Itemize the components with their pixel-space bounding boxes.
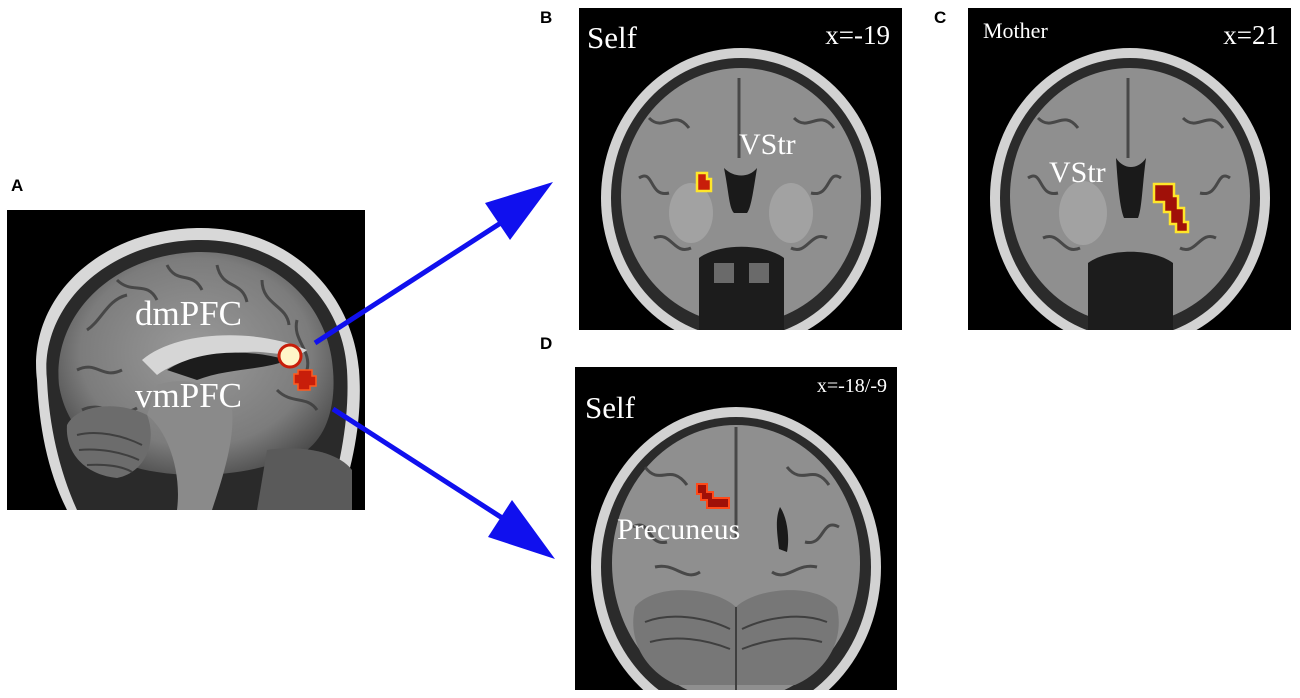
vstr-activation-blob-c (1152, 182, 1190, 234)
panel-letter-a: A (11, 176, 24, 195)
coordinate-label-b: x=-19 (825, 20, 890, 50)
arrow-a-to-b-shaft (313, 214, 512, 346)
coordinate-label-c: x=21 (1223, 20, 1279, 50)
coronal-brain-image-self-precuneus: Self x=-18/-9 Precuneus (575, 367, 897, 690)
coronal-brain-drawing-d (591, 407, 881, 690)
panel-letter-b: B (540, 8, 553, 27)
coronal-brain-image-self-vstr: Self x=-19 VStr (579, 8, 902, 330)
region-label-b: VStr (739, 128, 796, 161)
coordinate-label-d: x=-18/-9 (816, 375, 887, 397)
vstr-activation-blob-b (695, 171, 713, 193)
coronal-brain-image-mother-vstr: Mother x=21 VStr (968, 8, 1291, 330)
arrow-a-to-b-head (485, 182, 553, 240)
coronal-brain-drawing-c (990, 48, 1270, 330)
condition-label-c: Mother (983, 18, 1048, 43)
condition-label-d: Self (585, 390, 635, 425)
sagittal-brain-drawing (36, 227, 360, 510)
region-label-d: Precuneus (617, 513, 741, 546)
panel-letter-c: C (934, 8, 947, 27)
panel-letter-d: D (540, 334, 553, 353)
coronal-brain-drawing-b (601, 48, 881, 330)
arrow-a-to-d-head (488, 500, 555, 559)
vmpfc-activation-blob (293, 369, 317, 391)
region-label-c: VStr (1049, 156, 1106, 189)
precuneus-activation-blob (696, 483, 730, 509)
condition-label-b: Self (587, 20, 637, 55)
dmpfc-activation-blob (277, 343, 303, 369)
vmpfc-label: vmPFC (135, 376, 242, 415)
dmpfc-label: dmPFC (135, 294, 242, 333)
arrow-a-to-d-shaft (331, 406, 512, 526)
sagittal-brain-image: dmPFC vmPFC (7, 210, 365, 510)
